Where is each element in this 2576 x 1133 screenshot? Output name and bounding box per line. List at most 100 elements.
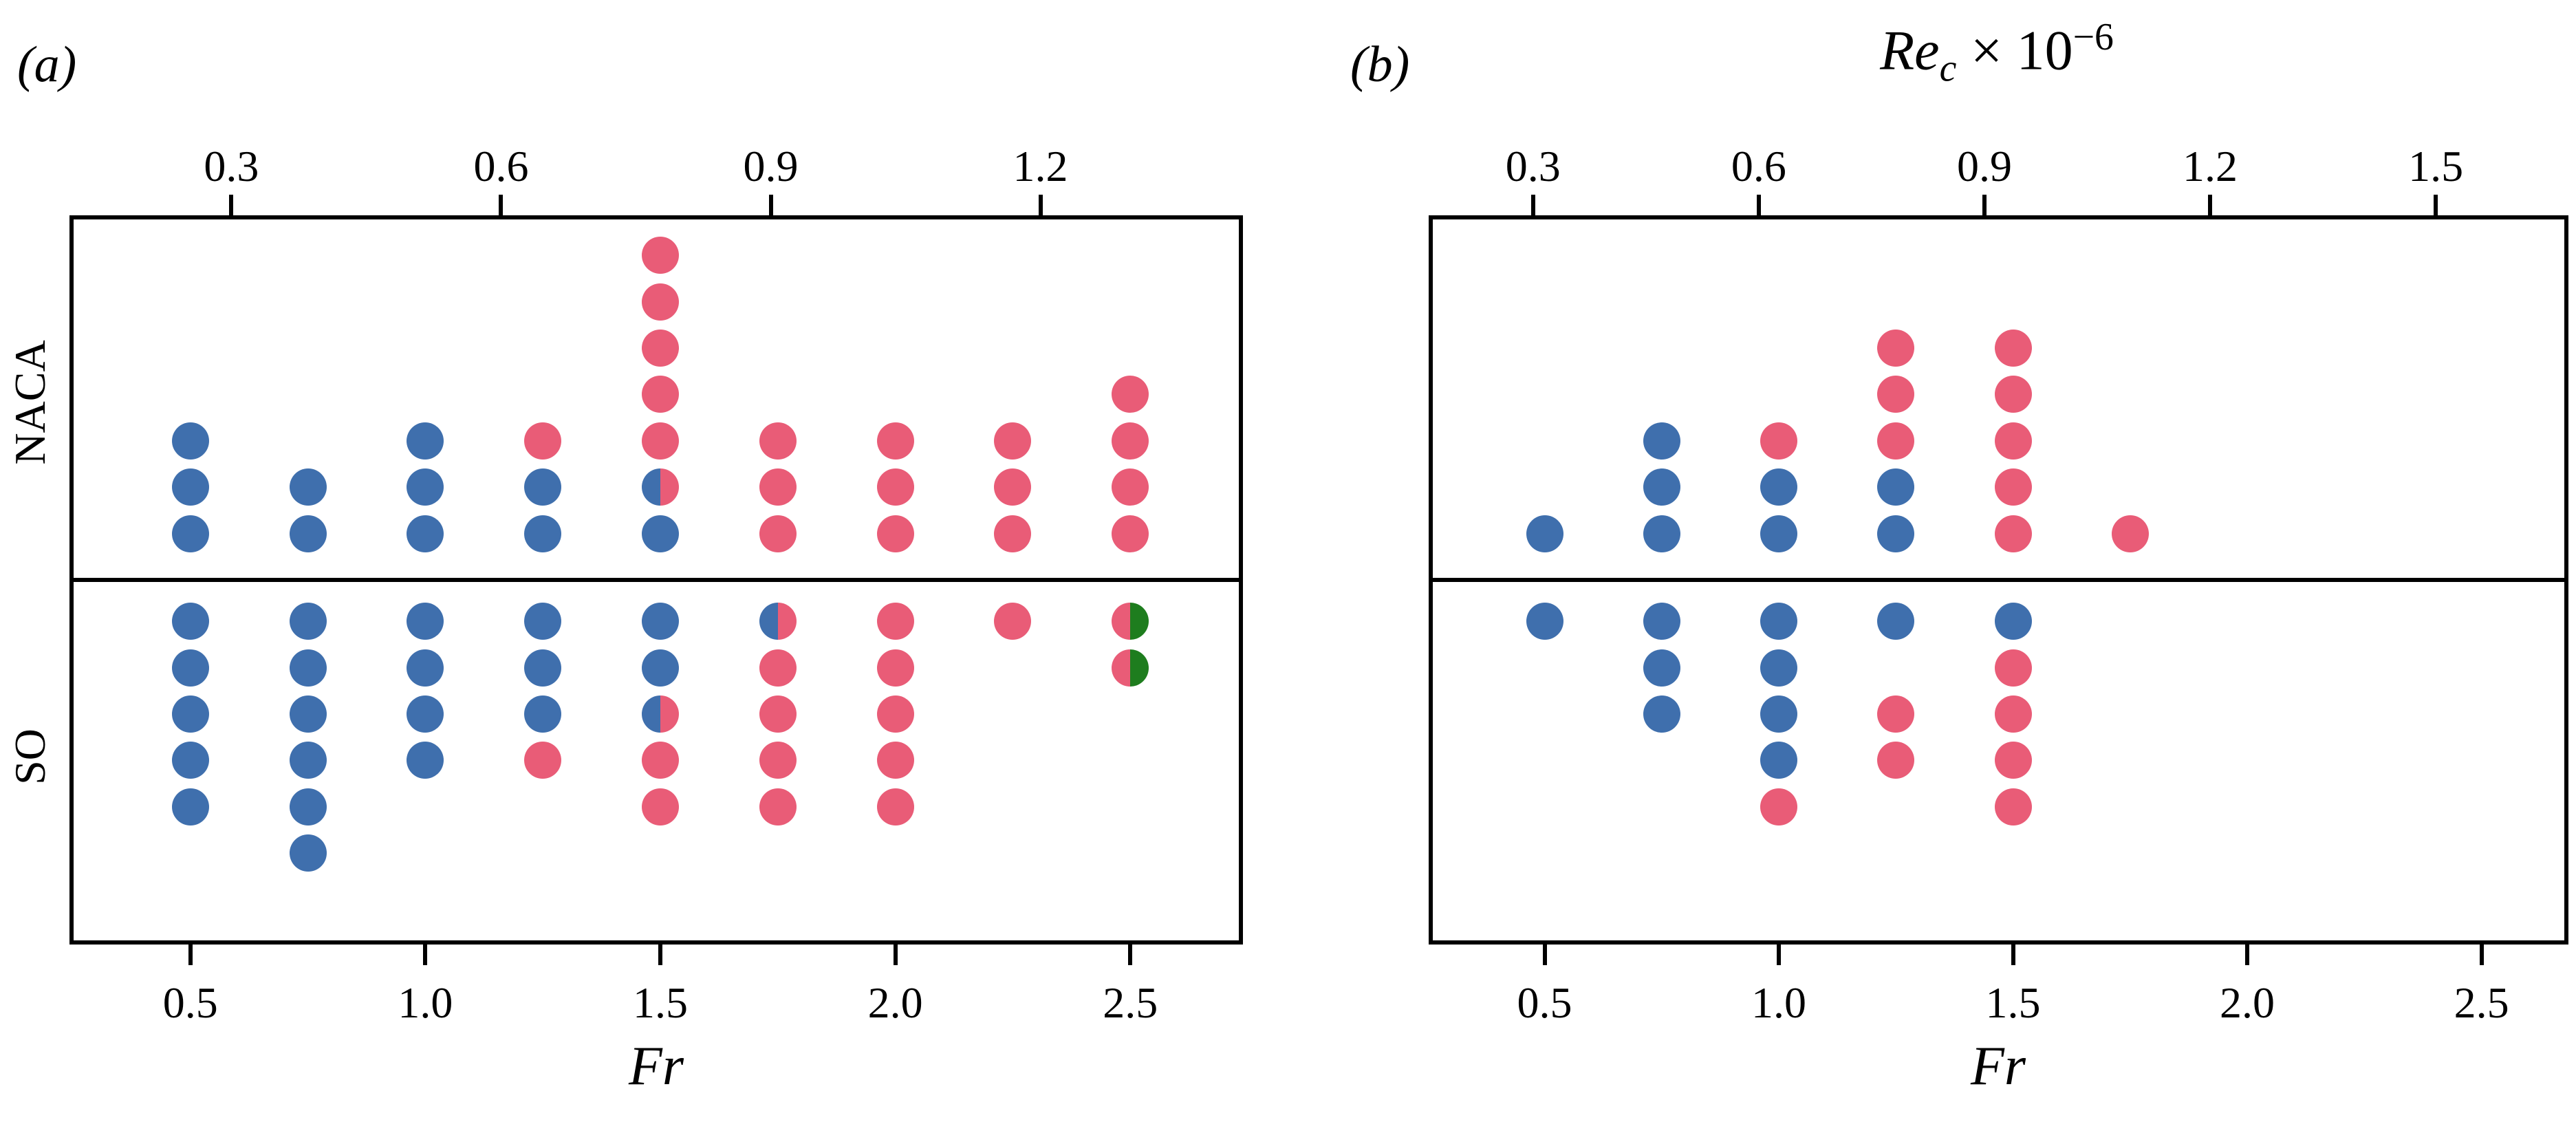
data-point <box>641 515 679 552</box>
data-point <box>171 422 209 460</box>
data-point <box>759 422 797 460</box>
x-axis-tick <box>1542 945 1547 965</box>
x-axis-tick <box>1128 945 1133 965</box>
data-point <box>171 603 209 640</box>
data-point <box>641 603 679 640</box>
data-point <box>876 515 914 552</box>
data-point <box>641 237 679 274</box>
data-point <box>1643 422 1680 460</box>
data-point <box>759 649 797 687</box>
data-point <box>759 788 797 826</box>
data-point <box>1643 649 1680 687</box>
data-point <box>876 603 914 640</box>
data-point <box>524 422 562 460</box>
data-point <box>641 649 679 687</box>
data-point <box>876 422 914 460</box>
data-point <box>876 649 914 687</box>
top-axis-tick <box>1530 195 1535 215</box>
data-point <box>876 468 914 506</box>
top-axis-tick <box>229 195 234 215</box>
data-point <box>641 788 679 826</box>
top-axis-tick-label: 0.6 <box>1731 142 1786 191</box>
data-point <box>1112 649 1149 687</box>
data-point <box>289 788 327 826</box>
data-point <box>641 376 679 413</box>
data-point <box>1994 329 2032 367</box>
x-axis-tick <box>658 945 662 965</box>
top-axis-title-base: 10 <box>2016 19 2073 82</box>
x-axis-tick <box>2011 945 2015 965</box>
x-axis-tick <box>1777 945 1782 965</box>
top-axis-title-exp: −6 <box>2072 16 2114 58</box>
top-axis-tick <box>1756 195 1761 215</box>
data-point <box>759 468 797 506</box>
data-point <box>1643 515 1680 552</box>
data-point <box>1112 603 1149 640</box>
data-point <box>1994 422 2032 460</box>
data-point <box>407 649 444 687</box>
data-point <box>876 788 914 826</box>
band-label-naca: NACA <box>6 340 54 465</box>
data-point <box>641 468 679 506</box>
top-axis-tick-label: 1.5 <box>2408 142 2464 191</box>
data-point <box>1760 515 1798 552</box>
band-divider-line <box>69 578 1243 582</box>
x-axis-tick <box>2245 945 2250 965</box>
data-point <box>1877 695 1915 733</box>
data-point <box>289 834 327 872</box>
data-point <box>407 603 444 640</box>
data-point <box>1760 695 1798 733</box>
data-point <box>524 515 562 552</box>
data-point <box>759 742 797 779</box>
top-axis-title-sub: c <box>1939 47 1957 90</box>
data-point <box>1877 376 1915 413</box>
data-point <box>1760 742 1798 779</box>
x-axis-tick-label: 2.5 <box>1103 978 1158 1027</box>
data-point <box>1994 603 2032 640</box>
data-point <box>171 742 209 779</box>
x-axis-tick-label: 1.0 <box>398 978 453 1027</box>
data-point <box>524 742 562 779</box>
x-axis-tick-label: 0.5 <box>162 978 218 1027</box>
top-axis-tick <box>499 195 504 215</box>
data-point <box>1760 788 1798 826</box>
x-axis-tick-label: 1.5 <box>1985 978 2041 1027</box>
data-point <box>289 468 327 506</box>
band-divider-line <box>1429 578 2568 582</box>
data-point <box>1877 329 1915 367</box>
data-point <box>1112 422 1149 460</box>
data-point <box>1877 422 1915 460</box>
data-point <box>171 695 209 733</box>
data-point <box>759 695 797 733</box>
data-point <box>1526 603 1563 640</box>
top-axis-tick-label: 0.9 <box>1956 142 2012 191</box>
data-point <box>407 515 444 552</box>
data-point <box>1112 515 1149 552</box>
top-axis-tick-label: 1.2 <box>1013 142 1068 191</box>
x-axis-tick <box>423 945 428 965</box>
data-point <box>1994 376 2032 413</box>
data-point <box>1994 742 2032 779</box>
data-point <box>1643 603 1680 640</box>
data-point <box>171 649 209 687</box>
top-axis-tick <box>768 195 773 215</box>
data-point <box>289 742 327 779</box>
data-point <box>1112 468 1149 506</box>
data-point <box>1994 649 2032 687</box>
panel-a-label: (a) <box>17 36 77 93</box>
x-axis-tick-label: 1.5 <box>632 978 688 1027</box>
panel-a-xlabel-text: Fr <box>629 1036 684 1097</box>
data-point <box>759 603 797 640</box>
data-point <box>994 468 1032 506</box>
data-point <box>407 422 444 460</box>
data-point <box>641 283 679 321</box>
x-axis-tick-label: 2.5 <box>2454 978 2509 1027</box>
data-point <box>994 603 1032 640</box>
data-point <box>1994 695 2032 733</box>
data-point <box>641 422 679 460</box>
top-axis-tick <box>1982 195 1987 215</box>
data-point <box>524 649 562 687</box>
data-point <box>1994 788 2032 826</box>
x-axis-tick-label: 2.0 <box>2220 978 2275 1027</box>
